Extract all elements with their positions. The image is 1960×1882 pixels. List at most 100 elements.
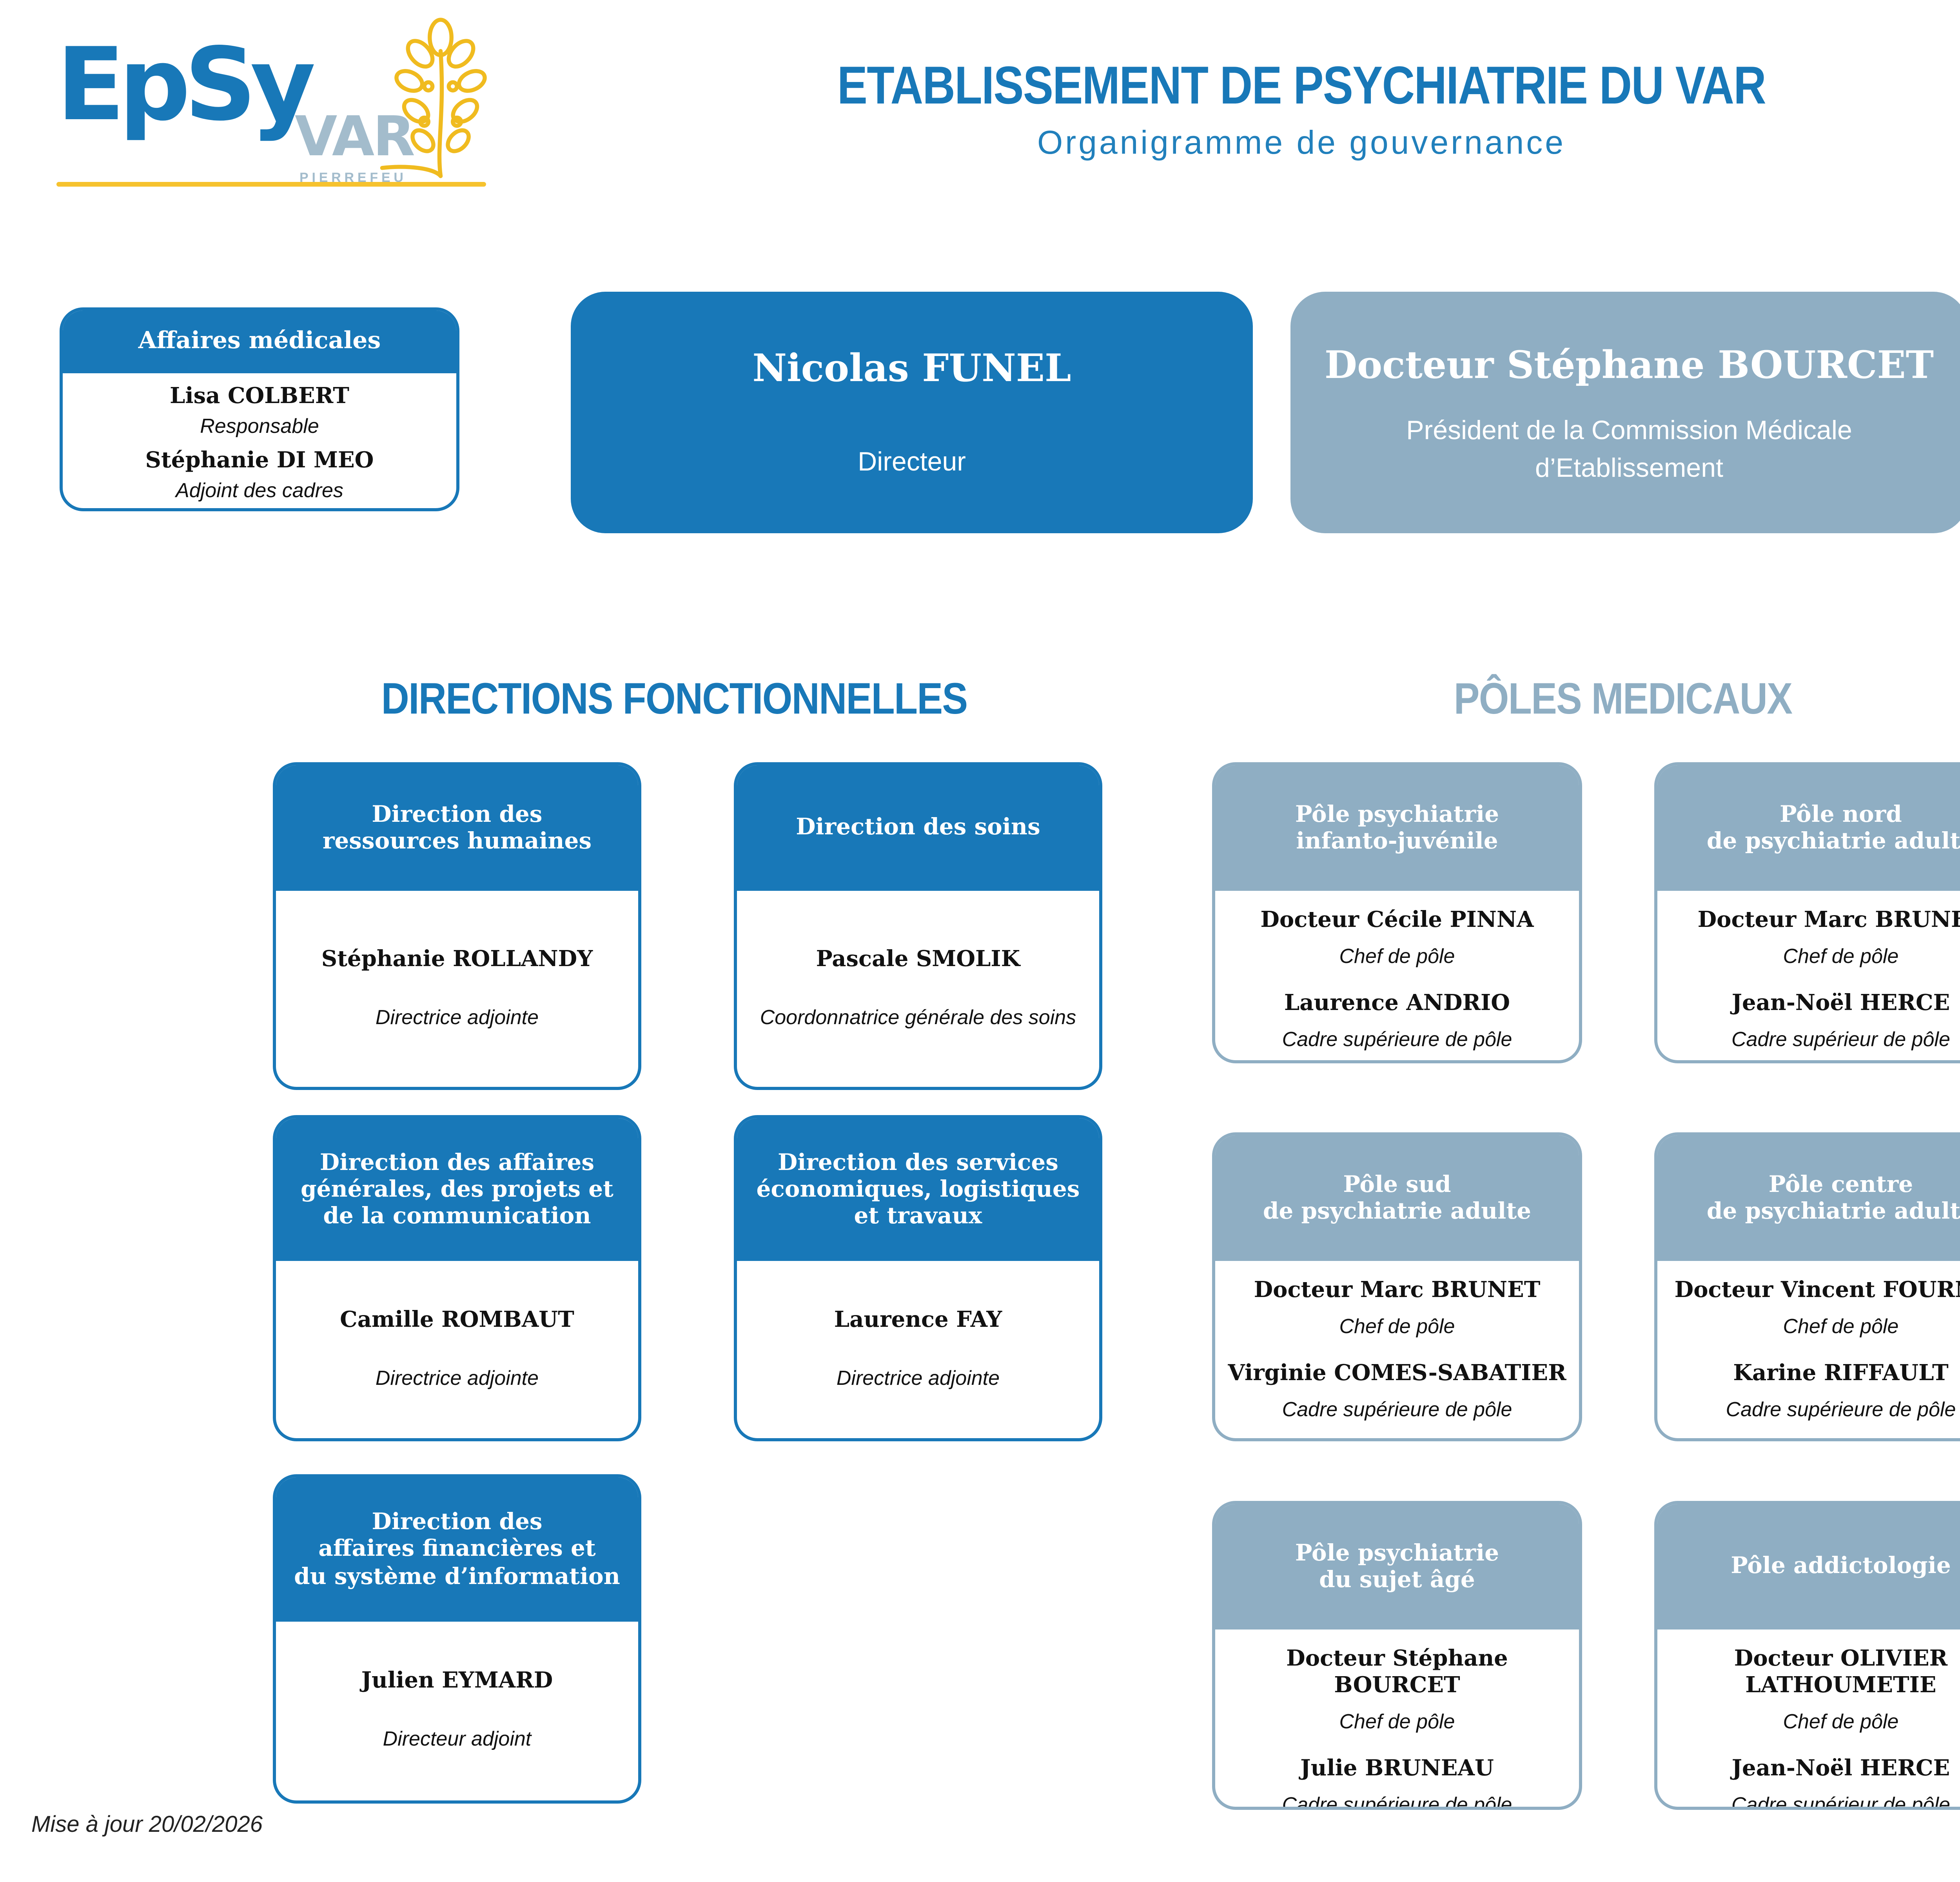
member-role: Directrice adjointe <box>836 1366 1000 1390</box>
member: Jean-Noël HERCE Cadre supérieur de pôle <box>1731 991 1950 1052</box>
member-role: Responsable <box>200 414 319 438</box>
member-role: Cadre supérieure de pôle <box>1282 1792 1512 1810</box>
member-name: Jean-Noël HERCE <box>1731 1756 1950 1782</box>
member-name: Docteur Vincent FOURNEL <box>1674 1278 1960 1303</box>
card-title: Pôle centre de psychiatrie adulte <box>1657 1135 1960 1261</box>
member-name: Lisa COLBERT <box>170 384 349 409</box>
member-role: Cadre supérieure de pôle <box>1726 1397 1956 1421</box>
card-title: Direction des affaires financières et du… <box>276 1477 638 1622</box>
director-box: Nicolas FUNEL Directeur <box>571 292 1253 533</box>
poles-heading: PÔLES MEDICAUX <box>1454 674 1793 723</box>
card-direction-finances: Direction des affaires financières et du… <box>273 1474 641 1804</box>
card-pole-addictologie: Pôle addictologie Docteur OLIVIER LATHOU… <box>1654 1501 1960 1810</box>
member: Jean-Noël HERCE Cadre supérieur de pôle <box>1731 1756 1950 1810</box>
card-pole-nord: Pôle nord de psychiatrie adulte Docteur … <box>1654 762 1960 1063</box>
card-title: Direction des services économiques, logi… <box>737 1118 1099 1261</box>
card-direction-rh: Direction des ressources humaines Stépha… <box>273 762 641 1090</box>
member: Julien EYMARD Directeur adjoint <box>361 1669 553 1753</box>
member: Docteur OLIVIER LATHOUMETIE Chef de pôle <box>1667 1647 1960 1734</box>
director-name: Nicolas FUNEL <box>752 345 1071 391</box>
cme-president-name: Docteur Stéphane BOURCET <box>1324 342 1934 387</box>
card-members: Julien EYMARD Directeur adjoint <box>276 1622 638 1800</box>
member: Karine RIFFAULT Cadre supérieure de pôle <box>1726 1361 1956 1422</box>
card-pole-infanto-juvenile: Pôle psychiatrie infanto-juvénile Docteu… <box>1212 762 1582 1063</box>
member: Virginie COMES-SABATIER Cadre supérieure … <box>1228 1361 1566 1422</box>
card-title: Pôle addictologie <box>1657 1504 1960 1629</box>
card-title: Direction des ressources humaines <box>276 765 638 891</box>
member-name: Docteur Marc BRUNET <box>1254 1278 1541 1303</box>
member: Stéphanie ROLLANDY Directrice adjointe <box>321 947 593 1030</box>
member-role: Chef de pôle <box>1339 944 1455 968</box>
card-title: Direction des soins <box>737 765 1099 891</box>
member-role: Cadre supérieure de pôle <box>1282 1027 1512 1051</box>
card-direction-services-eco: Direction des services économiques, logi… <box>734 1115 1102 1441</box>
member-role: Chef de pôle <box>1339 1709 1455 1733</box>
card-members: Docteur Vincent FOURNEL Chef de pôleKarin… <box>1657 1261 1960 1438</box>
member: Lisa COLBERT Responsable <box>170 384 349 439</box>
epsy-logo: EpSy VAR PIERREFEU <box>56 18 527 194</box>
card-title: Pôle nord de psychiatrie adulte <box>1657 765 1960 891</box>
card-members: Pascale SMOLIK Coordonnatrice générale de… <box>737 891 1099 1087</box>
member: Stéphanie DI MEO Adjoint des cadres <box>145 449 374 503</box>
member: Laurence ANDRIO Cadre supérieure de pôle <box>1282 991 1512 1052</box>
member-role: Cadre supérieur de pôle <box>1731 1027 1950 1051</box>
member-role: Chef de pôle <box>1783 1314 1899 1338</box>
card-title: Affaires médicales <box>63 311 456 373</box>
member-role: Directrice adjointe <box>375 1005 539 1029</box>
card-pole-sujet-age: Pôle psychiatrie du sujet âgé Docteur St… <box>1212 1501 1582 1810</box>
director-role: Directeur <box>858 447 966 477</box>
logo-brand-text: EpSy <box>56 28 316 144</box>
member-role: Directeur adjoint <box>383 1727 532 1751</box>
member-name: Julien EYMARD <box>361 1669 553 1695</box>
member-name: Stéphanie ROLLANDY <box>321 947 593 972</box>
member: Laurence FAY Directrice adjointe <box>834 1308 1002 1391</box>
member-role: Cadre supérieure de pôle <box>1282 1397 1512 1421</box>
member-role: Cadre supérieur de pôle <box>1731 1792 1950 1810</box>
logo-region-text: VAR <box>295 107 415 169</box>
cme-president-box: Docteur Stéphane BOURCET Président de la… <box>1290 292 1960 533</box>
last-updated-note: Mise à jour 20/02/2026 <box>31 1813 263 1838</box>
card-title: Pôle psychiatrie du sujet âgé <box>1215 1504 1579 1629</box>
member-role: Chef de pôle <box>1783 944 1899 968</box>
member-name: Docteur Stéphane BOURCET <box>1286 1647 1508 1699</box>
member-role: Chef de pôle <box>1783 1709 1899 1733</box>
member-name: Pascale SMOLIK <box>816 947 1020 972</box>
tree-icon <box>380 18 487 178</box>
member-name: Docteur OLIVIER LATHOUMETIE <box>1734 1647 1948 1699</box>
page-subtitle: Organigramme de gouvernance <box>1037 125 1566 162</box>
member-name: Laurence ANDRIO <box>1284 991 1510 1017</box>
member: Docteur Stéphane BOURCET Chef de pôle <box>1225 1647 1570 1734</box>
cme-president-role: Président de la Commission Médicale d’Et… <box>1406 416 1852 483</box>
card-direction-soins: Direction des soins Pascale SMOLIK Coordo… <box>734 762 1102 1090</box>
card-title: Pôle sud de psychiatrie adulte <box>1215 1135 1579 1261</box>
card-members: Laurence FAY Directrice adjointe <box>737 1261 1099 1438</box>
member-name: Laurence FAY <box>834 1308 1002 1333</box>
member: Pascale SMOLIK Coordonnatrice générale de… <box>760 947 1076 1030</box>
member-name: Stéphanie DI MEO <box>145 449 374 474</box>
member-name: Jean-Noël HERCE <box>1731 991 1950 1017</box>
member: Julie BRUNEAU Cadre supérieure de pôle <box>1282 1756 1512 1810</box>
card-members: Stéphanie ROLLANDY Directrice adjointe <box>276 891 638 1087</box>
member-name: Docteur Cécile PINNA <box>1260 908 1534 933</box>
logo-underline <box>56 182 486 187</box>
member-name: Julie BRUNEAU <box>1300 1756 1494 1782</box>
card-affaires-medicales: Affaires médicales Lisa COLBERT Responsab… <box>60 307 459 511</box>
card-title: Pôle psychiatrie infanto-juvénile <box>1215 765 1579 891</box>
card-direction-affaires-generales: Direction des affaires générales, des pr… <box>273 1115 641 1441</box>
member-role: Adjoint des cadres <box>176 478 343 502</box>
member-name: Camille ROMBAUT <box>340 1308 574 1333</box>
member-name: Virginie COMES-SABATIER <box>1228 1361 1566 1387</box>
member-role: Coordonnatrice générale des soins <box>760 1005 1076 1029</box>
card-pole-sud: Pôle sud de psychiatrie adulte Docteur M… <box>1212 1132 1582 1441</box>
member-name: Karine RIFFAULT <box>1733 1361 1949 1387</box>
